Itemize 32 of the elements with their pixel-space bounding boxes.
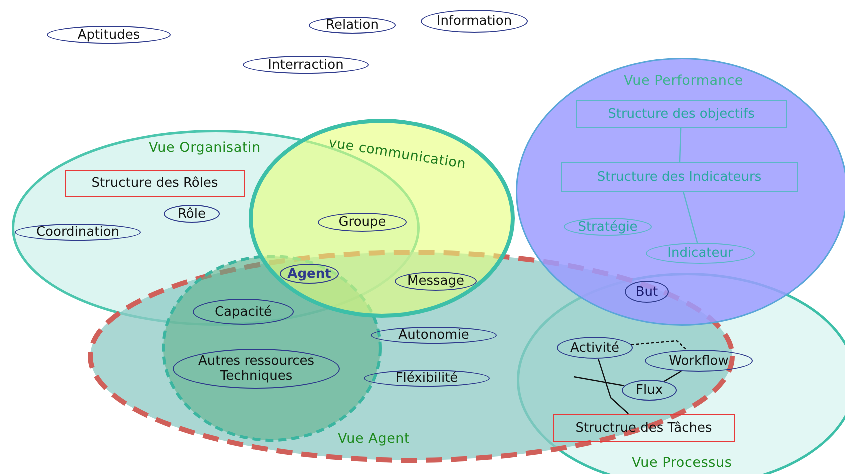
structure-box: Structrue des Tâches (553, 414, 735, 442)
view-title: Vue Processus (632, 455, 732, 471)
connector-line (683, 192, 698, 244)
concept-ellipse: Groupe (318, 213, 407, 232)
concept-ellipse: Fléxibilité (364, 370, 490, 387)
concept-ellipse: Stratégie (564, 218, 652, 236)
view-title: Vue Performance (624, 73, 744, 89)
concept-ellipse: Relation (309, 17, 396, 34)
view-title: Vue Agent (338, 431, 410, 447)
concept-ellipse: Interraction (243, 56, 369, 74)
concept-ellipse: Information (421, 10, 528, 33)
structure-box: Structure des objectifs (576, 100, 787, 128)
structure-box: Structure des Rôles (65, 170, 245, 197)
concept-ellipse: Agent (280, 264, 339, 284)
concept-ellipse: Flux (622, 380, 677, 401)
concept-ellipse: Autonomie (371, 327, 497, 344)
connector-line (664, 370, 682, 382)
concept-ellipse: Autres ressources Techniques (173, 349, 340, 389)
concept-ellipse: But (625, 281, 669, 303)
concept-ellipse: Capacité (193, 299, 294, 325)
view-title: Vue Organisatin (149, 140, 261, 156)
concept-ellipse: Activité (557, 337, 633, 359)
connector-line (574, 376, 625, 387)
connector-line (598, 358, 629, 414)
concept-ellipse: Indicateur (646, 243, 755, 264)
connector-line (631, 340, 688, 351)
concept-ellipse: Message (395, 272, 477, 291)
connector-line (679, 128, 682, 162)
concept-ellipse: Aptitudes (47, 26, 171, 44)
concept-ellipse: Rôle (164, 205, 220, 223)
concept-ellipse: Coordination (15, 224, 141, 241)
structure-box: Structure des Indicateurs (561, 162, 798, 192)
